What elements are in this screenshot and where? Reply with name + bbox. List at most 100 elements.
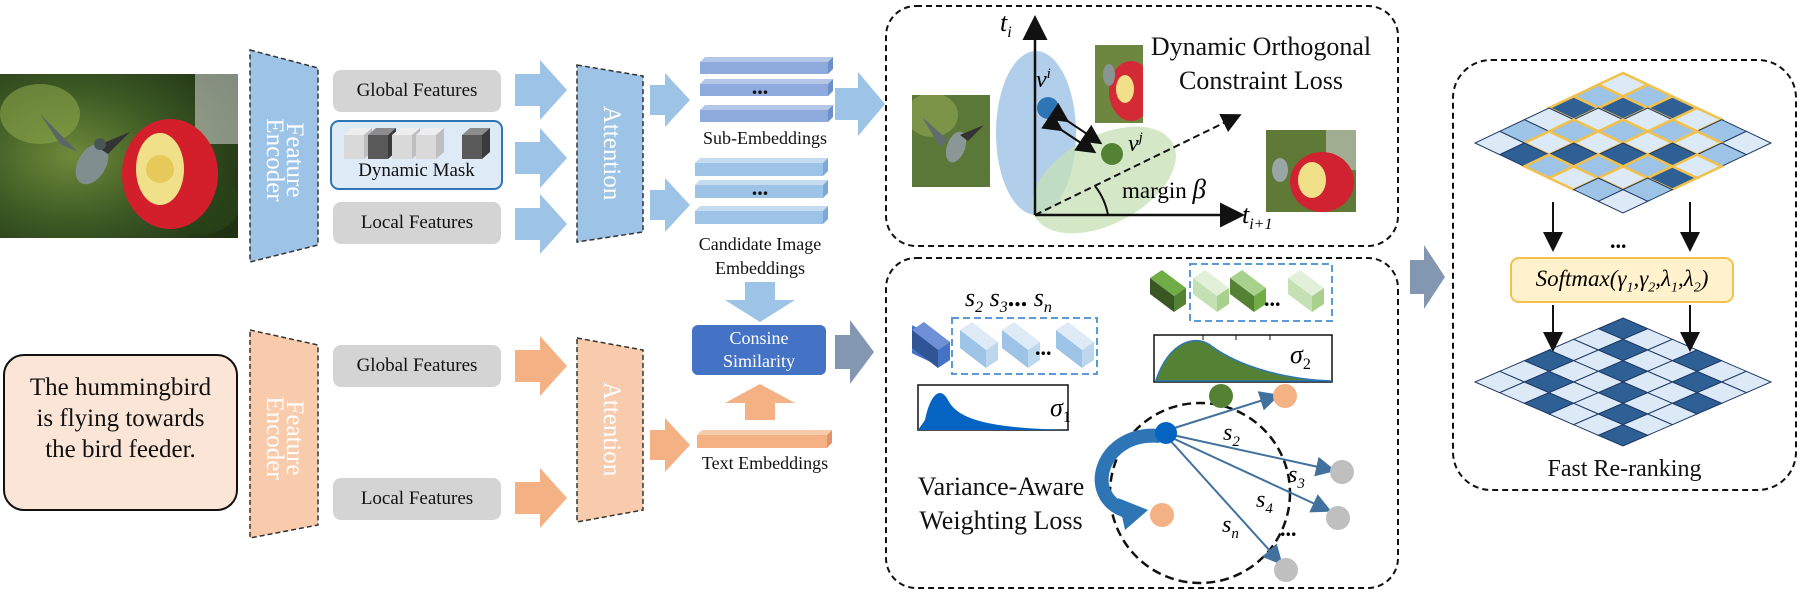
softmax-box <box>1510 257 1734 303</box>
node-sn <box>1274 558 1298 582</box>
cosine-line2: Similarity <box>723 351 795 371</box>
text-feature-encoder <box>249 329 319 539</box>
node-s3 <box>1330 460 1354 484</box>
edge-s2 <box>1167 391 1280 431</box>
query-text: The hummingbird is flying towards the bi… <box>29 374 212 463</box>
image-global-features-box <box>333 70 501 112</box>
variance-title-line2: Weighting Loss <box>919 506 1083 535</box>
margin-angle-arc <box>1094 185 1109 216</box>
text-attention <box>576 337 644 523</box>
green-seq-cubes <box>1150 270 1324 312</box>
candidate-embeddings-ellipsis: ... <box>751 175 769 200</box>
blue-seq-dots: ... <box>1035 335 1052 360</box>
edge-sn <box>1167 437 1283 565</box>
edges-dots: ... <box>1280 516 1297 541</box>
vector-vi-point <box>1037 97 1059 119</box>
rerank-top-grid <box>1473 71 1773 214</box>
sigma2-curve <box>1155 339 1333 382</box>
orthogonal-title-line1: Dynamic Orthogonal <box>1150 32 1372 61</box>
vector-vj-point <box>1101 143 1123 165</box>
ti1-axis-label: ti+1 <box>1242 200 1273 234</box>
cosine-similarity-box <box>692 325 826 375</box>
edge-sn-label: sn <box>1222 512 1239 542</box>
feeder-thumbnail-small <box>1095 45 1143 123</box>
blue-seq-cubes <box>912 322 1094 368</box>
image-attention-label: Attention <box>598 105 625 201</box>
sigma2-ticks <box>1202 335 1271 340</box>
weighting-curved-arrowhead <box>1118 498 1148 530</box>
candidate-embeddings-label: Candidate Image Embeddings <box>698 234 822 278</box>
edge-s3 <box>1167 433 1336 477</box>
text-encoder-label: Feature Encoder <box>261 396 308 480</box>
softmax-label: Softmax(γ1,γ2,λ1,λ2) <box>1535 266 1709 296</box>
query-text-box <box>3 354 238 511</box>
text-embeddings-label: Text Embeddings <box>701 453 829 473</box>
blue-seq-dashed-box <box>951 317 1098 375</box>
text-to-cosine-arrow <box>725 384 795 420</box>
variance-title-line1: Variance-Aware <box>917 472 1085 501</box>
sub-embeddings-stack <box>700 57 833 122</box>
variance-title: Variance-Aware Weighting Loss <box>896 470 1106 538</box>
edge-s2-label: s2 <box>1223 420 1240 450</box>
text-attention-label: Attention <box>598 381 625 477</box>
grid-cell <box>1597 424 1649 447</box>
text-embeddings-bar <box>697 430 832 448</box>
image-encoder-label: Feature Encoder <box>261 118 308 202</box>
ti-axis-label: ti <box>1000 8 1012 42</box>
vi-label: vi <box>1036 66 1051 93</box>
bird-thumbnail <box>912 95 990 187</box>
rerank-panel-border <box>1452 59 1797 491</box>
green-seq-dashed-box <box>1189 263 1333 322</box>
sigma1-label: σ1 <box>1050 393 1071 427</box>
text-local-features-box <box>333 478 501 520</box>
image-feature-encoder <box>249 49 319 263</box>
grid-cell <box>1597 189 1649 214</box>
ti1-ellipse <box>1032 126 1176 234</box>
image-local-features-label: Local Features <box>360 212 474 233</box>
rerank-label: Fast Re-ranking <box>1547 456 1702 482</box>
edge-s4 <box>1167 435 1332 513</box>
blue-seq-s-labels: s2 s3... sn <box>965 283 1052 317</box>
sigma2-label: σ2 <box>1290 340 1311 374</box>
orthogonal-title: Dynamic Orthogonal Constraint Loss <box>1130 30 1392 98</box>
vj-label: vj <box>1128 130 1143 157</box>
green-seq-dots: ... <box>1264 286 1281 311</box>
sigma1-curve <box>918 392 1068 430</box>
weighting-curved-arrow <box>1094 428 1161 519</box>
node-s2 <box>1273 384 1297 408</box>
image-global-features-label: Global Features <box>356 80 478 101</box>
node-text <box>1150 503 1174 527</box>
cosine-line1: Consine <box>729 328 789 348</box>
margin-direction-line <box>1034 114 1242 216</box>
image-branch-arrows <box>515 60 885 322</box>
dynamic-mask-cubes <box>344 128 490 159</box>
text-global-features-box <box>333 345 501 387</box>
positive-node <box>1209 384 1233 408</box>
margin-label: margin β <box>1122 174 1206 204</box>
node-s4 <box>1326 506 1350 530</box>
orthogonal-title-line2: Constraint Loss <box>1179 66 1343 95</box>
sub-embeddings-ellipsis: ... <box>751 74 769 99</box>
rerank-dots: ... <box>1610 228 1627 253</box>
cosine-to-variance-arrow <box>835 320 874 384</box>
edge-s3-label: s3 <box>1288 462 1305 492</box>
cosine-similarity-label: Consine Similarity <box>692 327 826 373</box>
text-local-features-label: Local Features <box>360 488 474 509</box>
variance-panel-border <box>885 257 1399 589</box>
hummingbird-photo <box>0 74 238 238</box>
repel-arrow-2 <box>1041 111 1097 154</box>
feeder-thumbnail-large <box>1266 130 1356 212</box>
text-branch-arrows <box>515 336 690 528</box>
text-global-features-label: Global Features <box>356 355 478 376</box>
image-attention <box>576 64 644 243</box>
edge-s4-label: s4 <box>1256 487 1273 517</box>
anchor-node <box>1155 422 1177 444</box>
orthogonal-panel-border <box>885 5 1399 247</box>
sub-embeddings-label: Sub-Embeddings <box>703 128 827 148</box>
dynamic-mask-label: Dynamic Mask <box>358 160 475 181</box>
image-local-features-box <box>333 202 501 244</box>
rerank-bottom-grid <box>1473 317 1773 447</box>
candidate-embeddings-stack <box>695 158 828 224</box>
